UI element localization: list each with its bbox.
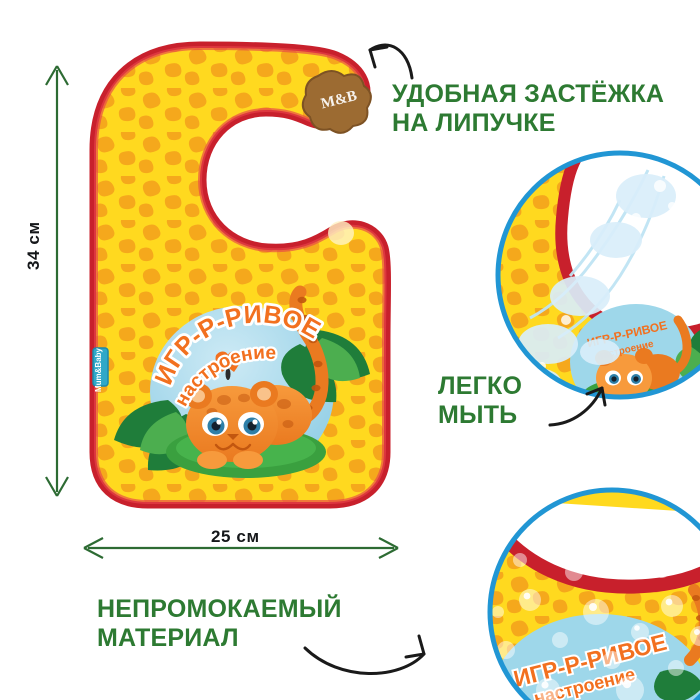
dimension-arrows	[45, 65, 399, 559]
dimension-height-label: 34 см	[24, 221, 43, 270]
svg-text:настроение: настроение	[596, 339, 655, 363]
svg-text:ИГР-Р-РИВОЕ: ИГР-Р-РИВОЕ	[150, 300, 326, 388]
arrow-to-velcro	[368, 43, 414, 80]
water-splash-graphic	[529, 169, 666, 340]
dimension-width-label: 25 см	[211, 527, 260, 546]
brand-tag: Mum&Baby	[92, 347, 109, 392]
svg-text:Mum&Baby: Mum&Baby	[94, 347, 103, 392]
dimension-height-arrow	[45, 65, 69, 497]
pointer-arrows	[303, 43, 607, 675]
bib-product: M&B Mum&Baby	[89, 41, 391, 509]
butterfly	[215, 351, 241, 380]
inset-water-droplets: ИГР-Р-РИВОЕ настроение	[487, 487, 700, 700]
inset-water-splash: ИГР-Р-РИВОЕ настроение	[495, 150, 700, 400]
caption-velcro-fastener: Удобная застёжка на липучке	[392, 80, 665, 137]
svg-text:M&B: M&B	[319, 88, 358, 112]
arrow-to-wash-inset	[548, 386, 607, 427]
svg-text:ИГР-Р-РИВОЕ: ИГР-Р-РИВОЕ	[150, 300, 326, 388]
caption-easy-to-wash: Легко мыть	[438, 372, 523, 429]
svg-text:ИГР-Р-РИВОЕ: ИГР-Р-РИВОЕ	[511, 629, 669, 692]
svg-text:настроение: настроение	[171, 343, 277, 410]
water-droplets-graphic	[492, 553, 700, 700]
svg-text:настроение: настроение	[532, 664, 637, 700]
palm-leaves	[114, 330, 370, 471]
velcro-tab: M&B	[301, 70, 372, 134]
svg-text:настроение: настроение	[171, 343, 277, 410]
svg-text:ИГР-Р-РИВОЕ: ИГР-Р-РИВОЕ	[586, 318, 669, 350]
caption-waterproof-material: Непромокаемый материал	[97, 595, 342, 652]
medallion-text: ИГР-Р-РИВОЕ ИГР-Р-РИВОЕ настроение настр…	[147, 298, 328, 413]
bib-medallion-artwork: ИГР-Р-РИВОЕ ИГР-Р-РИВОЕ настроение настр…	[114, 285, 370, 478]
